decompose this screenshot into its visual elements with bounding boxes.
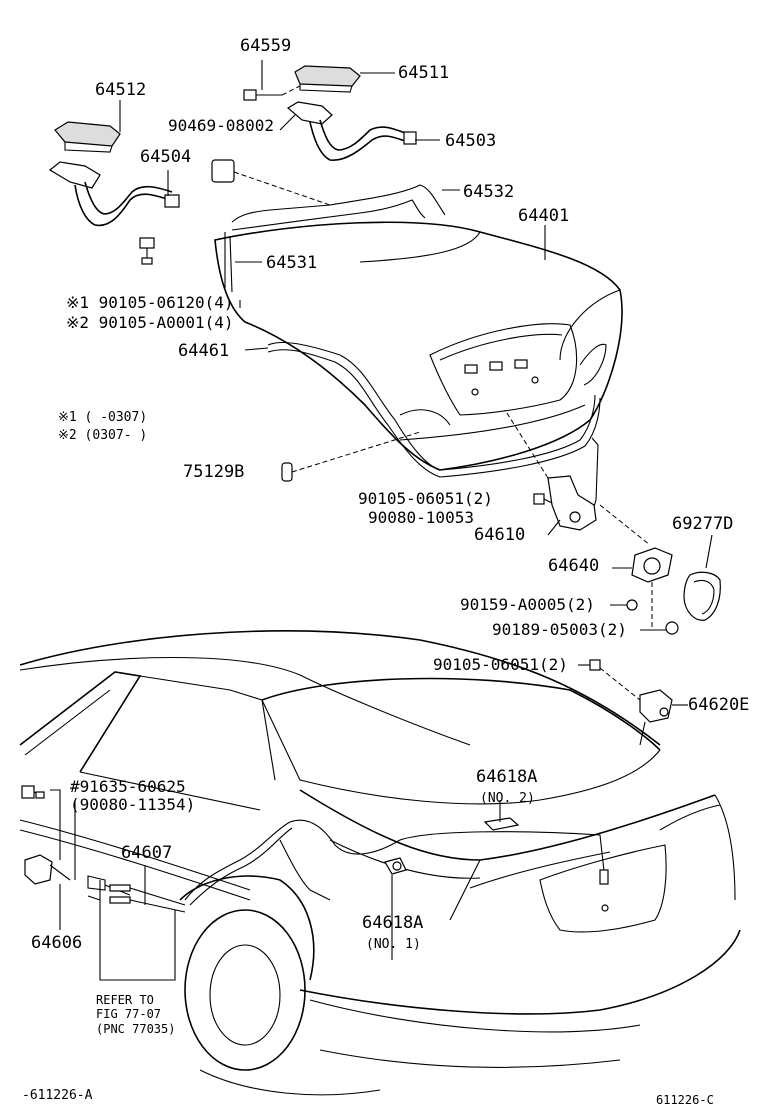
- bolt-90105-06120: [139, 237, 155, 265]
- label-64511: 64511: [398, 63, 449, 83]
- leader-lines: [50, 60, 688, 981]
- label-91635-60625: #91635-60625: [70, 777, 186, 796]
- label-64607: 64607: [121, 843, 172, 863]
- diagram-code-left: -611226-A: [22, 1088, 93, 1103]
- car-body: [19, 630, 741, 1096]
- label-64610: 64610: [474, 525, 525, 545]
- hinge-64504: [48, 161, 180, 227]
- part-labels: 64559 64511 64512 90469-08002 64503 6450…: [22, 36, 749, 1107]
- bracket-64512: [54, 121, 121, 153]
- label-64618a-no1-sub: (NO. 1): [366, 937, 421, 952]
- label-64503: 64503: [445, 131, 496, 151]
- lock-64610: [504, 409, 651, 546]
- diagram-code-right: 611226-C: [656, 1093, 714, 1107]
- release-cable: [184, 810, 609, 960]
- label-64512: 64512: [95, 80, 146, 100]
- torsion-rods: [224, 184, 446, 293]
- label-64504: 64504: [140, 147, 191, 167]
- label-90105-a0001: ※2 90105-A0001(4): [66, 313, 234, 332]
- refer-line-1: REFER TO: [96, 993, 154, 1007]
- label-90469-08002: 90469-08002: [168, 116, 274, 135]
- bracket-64511: [294, 65, 361, 93]
- label-90105-06051-a: 90105-06051(2): [358, 489, 493, 508]
- label-64618a-no2: 64618A: [476, 767, 537, 787]
- label-90105-06051-b: 90105-06051(2): [433, 655, 568, 674]
- label-64532: 64532: [463, 182, 514, 202]
- label-64618a-no2-sub: (NO. 2): [480, 791, 535, 806]
- label-64559: 64559: [240, 36, 291, 56]
- label-64531: 64531: [266, 253, 317, 273]
- label-90080-10053: 90080-10053: [368, 508, 474, 527]
- release-64620e: [589, 659, 673, 746]
- label-75129b: 75129B: [183, 462, 244, 482]
- label-90080-11354: (90080-11354): [70, 795, 195, 814]
- opener-64606: [21, 785, 186, 913]
- label-69277d: 69277D: [672, 514, 733, 534]
- label-64620e: 64620E: [688, 695, 749, 715]
- hinge-64503: [286, 101, 417, 161]
- label-90189-05003: 90189-05003(2): [492, 620, 627, 639]
- refer-line-2: FIG 77-07: [96, 1007, 161, 1021]
- refer-line-3: (PNC 77035): [96, 1022, 175, 1036]
- label-90159-a0005: 90159-A0005(2): [460, 595, 595, 614]
- label-64606: 64606: [31, 933, 82, 953]
- label-64618a-no1: 64618A: [362, 913, 423, 933]
- pad-75129b: [281, 431, 421, 482]
- clip-90469: [211, 159, 331, 206]
- weatherstrip-64461: [267, 341, 601, 478]
- bolt-64559: [243, 85, 301, 101]
- label-64401: 64401: [518, 206, 569, 226]
- note-1: ※1 ( -0307): [58, 410, 147, 425]
- trim-69277d: [683, 534, 721, 621]
- label-90105-06120: ※1 90105-06120(4): [66, 293, 234, 312]
- cylinder-64640: [626, 547, 679, 635]
- label-64640: 64640: [548, 556, 599, 576]
- label-64461: 64461: [178, 341, 229, 361]
- note-2: ※2 (0307- ): [58, 428, 147, 443]
